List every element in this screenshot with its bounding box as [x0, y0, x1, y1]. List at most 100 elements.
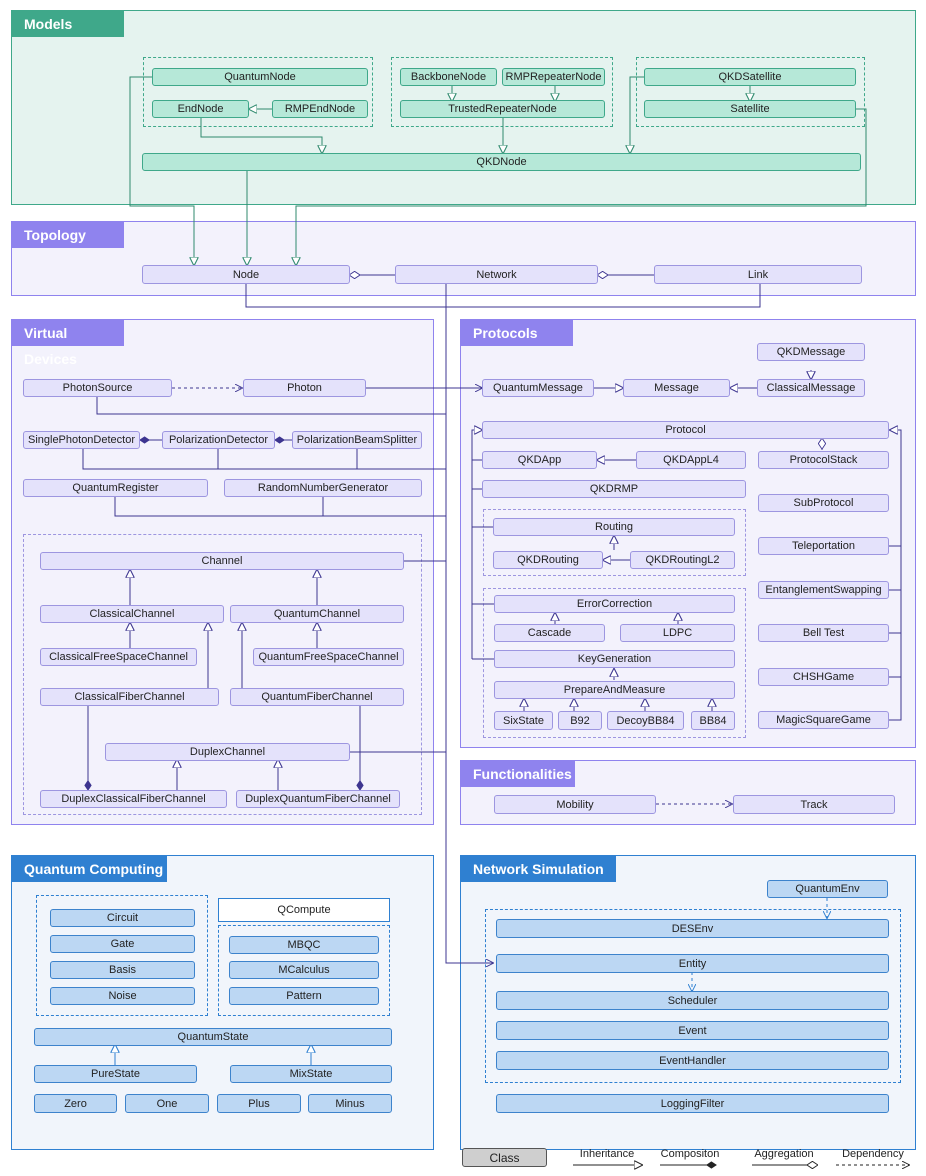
class-network[interactable]: Network: [395, 265, 598, 284]
class-one[interactable]: One: [125, 1094, 209, 1113]
legend-composition-label: Compositon: [660, 1148, 720, 1160]
class-duplex-channel[interactable]: DuplexChannel: [105, 743, 350, 761]
protocols-title: Protocols: [461, 320, 573, 346]
class-track[interactable]: Track: [733, 795, 895, 814]
class-photon[interactable]: Photon: [243, 379, 366, 397]
class-basis[interactable]: Basis: [50, 961, 195, 979]
class-node[interactable]: Node: [142, 265, 350, 284]
virtual-devices-panel: Virtual Devices: [11, 319, 434, 825]
functionalities-panel: Functionalities: [460, 760, 916, 825]
class-gate[interactable]: Gate: [50, 935, 195, 953]
class-random-number-generator[interactable]: RandomNumberGenerator: [224, 479, 422, 497]
class-bell-test[interactable]: Bell Test: [758, 624, 889, 642]
class-classical-fiber-channel[interactable]: ClassicalFiberChannel: [40, 688, 219, 706]
legend-inheritance-label: Inheritance: [579, 1148, 635, 1160]
class-qkd-app-l4[interactable]: QKDAppL4: [636, 451, 746, 469]
class-backbone-node[interactable]: BackboneNode: [400, 68, 497, 86]
class-decoy-bb84[interactable]: DecoyBB84: [607, 711, 684, 730]
class-logging-filter[interactable]: LoggingFilter: [496, 1094, 889, 1113]
class-qkd-routing-l2[interactable]: QKDRoutingL2: [630, 551, 735, 569]
class-des-env[interactable]: DESEnv: [496, 919, 889, 938]
class-protocol-stack[interactable]: ProtocolStack: [758, 451, 889, 469]
class-sub-protocol[interactable]: SubProtocol: [758, 494, 889, 512]
class-quantum-env[interactable]: QuantumEnv: [767, 880, 888, 898]
class-end-node[interactable]: EndNode: [152, 100, 249, 118]
class-prepare-and-measure[interactable]: PrepareAndMeasure: [494, 681, 735, 699]
class-event-handler[interactable]: EventHandler: [496, 1051, 889, 1070]
class-quantum-message[interactable]: QuantumMessage: [482, 379, 594, 397]
class-quantum-free-space-channel[interactable]: QuantumFreeSpaceChannel: [253, 648, 404, 666]
class-six-state[interactable]: SixState: [494, 711, 553, 730]
class-bb84[interactable]: BB84: [691, 711, 735, 730]
models-group-satellites: [636, 57, 865, 127]
class-protocol[interactable]: Protocol: [482, 421, 889, 439]
class-quantum-channel[interactable]: QuantumChannel: [230, 605, 404, 623]
class-minus[interactable]: Minus: [308, 1094, 392, 1113]
class-mbqc[interactable]: MBQC: [229, 936, 379, 954]
class-chsh-game[interactable]: CHSHGame: [758, 668, 889, 686]
class-single-photon-detector[interactable]: SinglePhotonDetector: [23, 431, 140, 449]
class-entity[interactable]: Entity: [496, 954, 889, 973]
class-qkd-rmp[interactable]: QKDRMP: [482, 480, 746, 498]
class-rmp-end-node[interactable]: RMPEndNode: [272, 100, 368, 118]
legend-class-swatch: Class: [462, 1148, 547, 1167]
class-rmp-repeater-node[interactable]: RMPRepeaterNode: [502, 68, 605, 86]
routing-group: [483, 509, 746, 576]
class-circuit[interactable]: Circuit: [50, 909, 195, 927]
circuit-group: [36, 895, 208, 1016]
class-classical-message[interactable]: ClassicalMessage: [757, 379, 865, 397]
quantum-computing-title: Quantum Computing: [12, 856, 167, 882]
models-title: Models: [12, 11, 124, 37]
class-polarization-detector[interactable]: PolarizationDetector: [162, 431, 275, 449]
class-classical-channel[interactable]: ClassicalChannel: [40, 605, 224, 623]
class-magic-square-game[interactable]: MagicSquareGame: [758, 711, 889, 729]
class-satellite[interactable]: Satellite: [644, 100, 856, 118]
class-quantum-register[interactable]: QuantumRegister: [23, 479, 208, 497]
class-photon-source[interactable]: PhotonSource: [23, 379, 172, 397]
class-trusted-repeater-node[interactable]: TrustedRepeaterNode: [400, 100, 605, 118]
class-qkd-node[interactable]: QKDNode: [142, 153, 861, 171]
mbqc-group: [218, 925, 390, 1016]
class-b92[interactable]: B92: [558, 711, 602, 730]
models-group-end-nodes: [143, 57, 373, 127]
functionalities-title: Functionalities: [461, 761, 575, 787]
topology-title: Topology: [12, 222, 124, 248]
virtual-devices-title: Virtual Devices: [12, 320, 124, 367]
class-duplex-classical-fiber-channel[interactable]: DuplexClassicalFiberChannel: [40, 790, 227, 808]
class-qkd-app[interactable]: QKDApp: [482, 451, 597, 469]
class-zero[interactable]: Zero: [34, 1094, 117, 1113]
class-error-correction[interactable]: ErrorCorrection: [494, 595, 735, 613]
class-mobility[interactable]: Mobility: [494, 795, 656, 814]
class-message[interactable]: Message: [623, 379, 730, 397]
class-routing[interactable]: Routing: [493, 518, 735, 536]
class-pure-state[interactable]: PureState: [34, 1065, 197, 1083]
class-ldpc[interactable]: LDPC: [620, 624, 735, 642]
class-cascade[interactable]: Cascade: [494, 624, 605, 642]
class-channel[interactable]: Channel: [40, 552, 404, 570]
class-quantum-state[interactable]: QuantumState: [34, 1028, 392, 1046]
class-qcompute[interactable]: QCompute: [218, 898, 390, 922]
class-teleportation[interactable]: Teleportation: [758, 537, 889, 555]
class-noise[interactable]: Noise: [50, 987, 195, 1005]
class-quantum-fiber-channel[interactable]: QuantumFiberChannel: [230, 688, 404, 706]
class-qkd-satellite[interactable]: QKDSatellite: [644, 68, 856, 86]
class-event[interactable]: Event: [496, 1021, 889, 1040]
legend-aggregation-label: Aggregation: [754, 1148, 814, 1160]
class-classical-free-space-channel[interactable]: ClassicalFreeSpaceChannel: [40, 648, 197, 666]
class-pattern[interactable]: Pattern: [229, 987, 379, 1005]
class-qkd-message[interactable]: QKDMessage: [757, 343, 865, 361]
class-mcalculus[interactable]: MCalculus: [229, 961, 379, 979]
class-mix-state[interactable]: MixState: [230, 1065, 392, 1083]
class-duplex-quantum-fiber-channel[interactable]: DuplexQuantumFiberChannel: [236, 790, 400, 808]
class-qkd-routing[interactable]: QKDRouting: [493, 551, 603, 569]
class-polarization-beam-splitter[interactable]: PolarizationBeamSplitter: [292, 431, 422, 449]
class-key-generation[interactable]: KeyGeneration: [494, 650, 735, 668]
class-link[interactable]: Link: [654, 265, 862, 284]
class-quantum-node[interactable]: QuantumNode: [152, 68, 368, 86]
class-scheduler[interactable]: Scheduler: [496, 991, 889, 1010]
network-simulation-title: Network Simulation: [461, 856, 616, 882]
class-entanglement-swapping[interactable]: EntanglementSwapping: [758, 581, 889, 599]
channels-group: [23, 534, 422, 815]
class-plus[interactable]: Plus: [217, 1094, 301, 1113]
